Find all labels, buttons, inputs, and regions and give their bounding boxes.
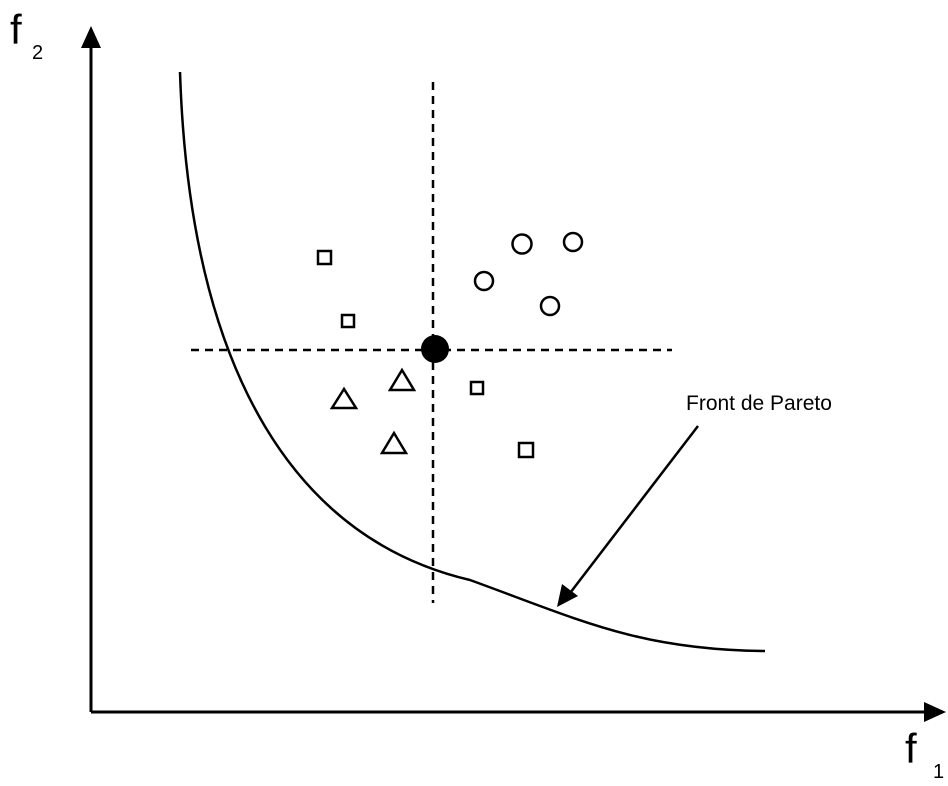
- annotation-arrow-line: [566, 425, 699, 598]
- triangle-marker: [379, 430, 409, 455]
- pareto-front-label: Front de Pareto: [686, 392, 832, 415]
- triangle-marker: [329, 386, 359, 410]
- y-axis-label-subscript: 2: [32, 42, 43, 64]
- square-marker: [340, 313, 356, 329]
- reference-point: [421, 335, 449, 363]
- x-axis-label-subscript: 1: [933, 761, 944, 783]
- square-marker: [469, 380, 485, 396]
- y-axis-label: f: [10, 6, 22, 53]
- circle-marker: [511, 233, 533, 255]
- square-marker: [517, 441, 535, 459]
- circle-marker: [473, 270, 495, 292]
- circle-marker: [539, 295, 561, 317]
- pareto-front-curve: [178, 71, 766, 653]
- y-axis-arrowhead: [81, 26, 101, 48]
- triangle-marker: [387, 367, 417, 392]
- x-axis-arrowhead: [924, 702, 946, 722]
- circle-marker: [562, 231, 584, 253]
- x-axis-label: f: [905, 725, 917, 772]
- annotation-arrowhead: [557, 584, 578, 607]
- square-marker: [316, 249, 333, 266]
